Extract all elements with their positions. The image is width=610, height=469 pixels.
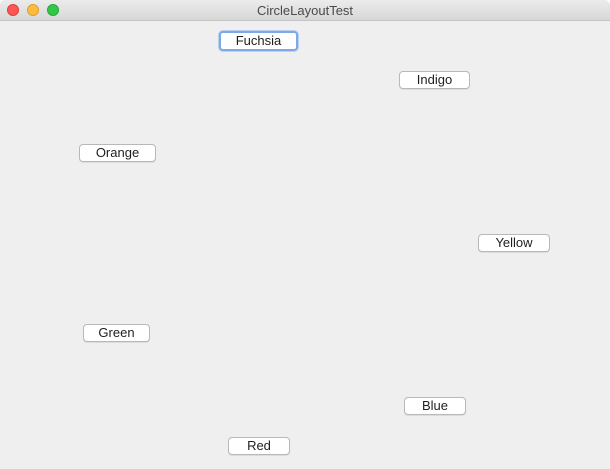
blue-button[interactable]: Blue <box>404 397 466 415</box>
red-button[interactable]: Red <box>228 437 290 455</box>
green-button[interactable]: Green <box>83 324 150 342</box>
close-window-icon[interactable] <box>7 4 19 16</box>
window-title: CircleLayoutTest <box>256 3 354 18</box>
title-bar[interactable]: CircleLayoutTest <box>0 0 610 21</box>
minimize-window-icon[interactable] <box>27 4 39 16</box>
fuchsia-button[interactable]: Fuchsia <box>219 31 298 51</box>
indigo-button[interactable]: Indigo <box>399 71 470 89</box>
yellow-button[interactable]: Yellow <box>478 234 550 252</box>
orange-button[interactable]: Orange <box>79 144 156 162</box>
content-panel: Fuchsia Indigo Orange Yellow Green Blue … <box>0 21 610 469</box>
zoom-window-icon[interactable] <box>47 4 59 16</box>
